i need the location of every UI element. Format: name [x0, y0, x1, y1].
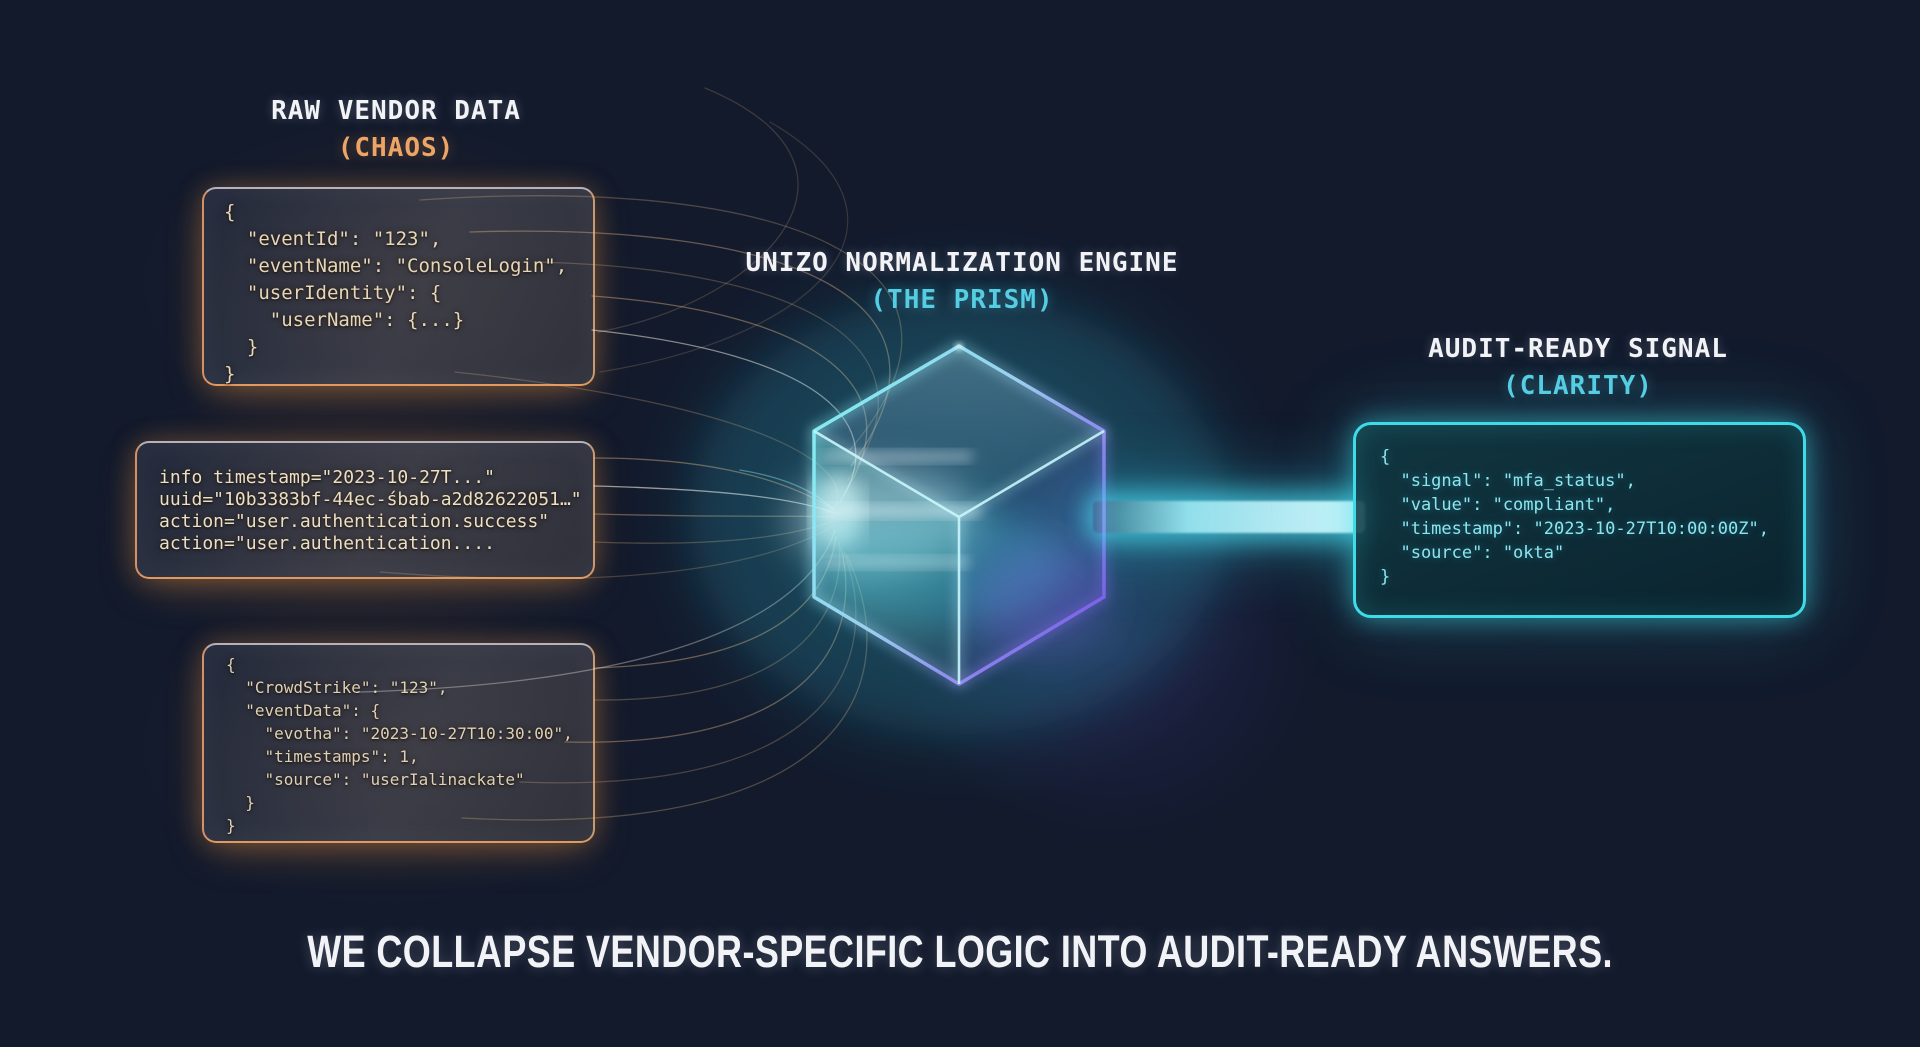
engine-heading: UNIZO NORMALIZATION ENGINE (THE PRISM) [712, 248, 1212, 315]
syslog-code-block: info timestamp="2023-10-27T..." uuid="10… [159, 467, 582, 554]
audit-signal-heading: AUDIT-READY SIGNAL (CLARITY) [1378, 334, 1778, 401]
clarity-code-block: { "signal": "mfa_status", "value": "comp… [1380, 447, 1769, 587]
prism-subtitle: (THE PRISM) [870, 285, 1054, 315]
vendor-box-crowdstrike: { "CrowdStrike": "123", "eventData": { "… [202, 643, 595, 843]
clarity-subtitle: (CLARITY) [1503, 371, 1653, 401]
cloudtrail-code-block: { "eventId": "123", "eventName": "Consol… [224, 201, 568, 385]
audit-signal-title: AUDIT-READY SIGNAL [1428, 334, 1728, 364]
clarity-signal-box: { "signal": "mfa_status", "value": "comp… [1353, 422, 1806, 618]
raw-vendor-data-heading: RAW VENDOR DATA (CHAOS) [196, 96, 596, 163]
crowdstrike-code-block: { "CrowdStrike": "123", "eventData": { "… [226, 655, 573, 835]
engine-title: UNIZO NORMALIZATION ENGINE [745, 248, 1179, 278]
chaos-subtitle: (CHAOS) [337, 133, 455, 163]
tagline-text: WE COLLAPSE VENDOR-SPECIFIC LOGIC INTO A… [307, 926, 1613, 977]
output-beam [1093, 501, 1365, 533]
raw-vendor-data-title: RAW VENDOR DATA [271, 96, 521, 126]
vendor-box-cloudtrail: { "eventId": "123", "eventName": "Consol… [202, 187, 595, 386]
tagline-row: WE COLLAPSE VENDOR-SPECIFIC LOGIC INTO A… [0, 926, 1920, 978]
vendor-box-syslog: info timestamp="2023-10-27T..." uuid="10… [135, 441, 595, 579]
